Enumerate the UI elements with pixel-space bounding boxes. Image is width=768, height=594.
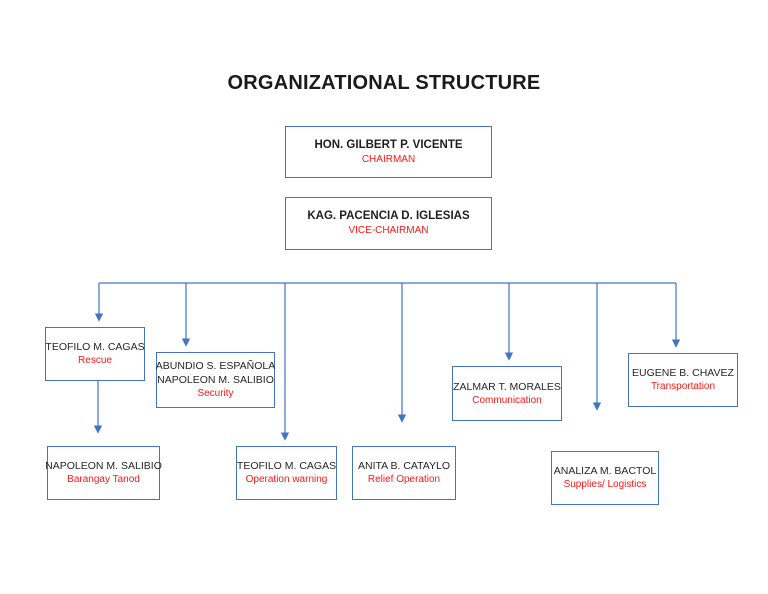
box-name: TEOFILO M. CAGAS (236, 460, 337, 472)
org-box-transportation: EUGENE B. CHAVEZ Transportation (628, 353, 738, 407)
box-role: Barangay Tanod (67, 474, 140, 485)
org-box-security: ABUNDIO S. ESPAÑOLA NAPOLEON M. SALIBIO … (156, 352, 275, 408)
page-title: ORGANIZATIONAL STRUCTURE (227, 72, 541, 94)
box-name: ABUNDIO S. ESPAÑOLA (155, 360, 276, 372)
box-role: VICE-CHAIRMAN (348, 225, 429, 236)
org-box-chairman: HON. GILBERT P. VICENTE CHAIRMAN (285, 126, 492, 178)
box-name: ANALIZA M. BACTOL (553, 465, 657, 477)
box-role: Operation warning (245, 474, 328, 485)
box-role: Transportation (650, 381, 716, 392)
box-name: NAPOLEON M. SALIBIO (157, 374, 274, 386)
box-name: TEOFILO M. CAGAS (45, 341, 145, 353)
box-name: EUGENE B. CHAVEZ (632, 367, 734, 379)
org-box-operation-warning: TEOFILO M. CAGAS Operation warning (236, 446, 337, 500)
org-box-vice-chairman: KAG. PACENCIA D. IGLESIAS VICE-CHAIRMAN (285, 197, 492, 250)
box-role: Supplies/ Logistics (563, 479, 647, 490)
box-role: Communication (472, 394, 542, 406)
box-role: CHAIRMAN (361, 153, 416, 165)
org-box-supplies-logistics: ANALIZA M. BACTOL Supplies/ Logistics (551, 451, 659, 505)
org-box-barangay-tanod: NAPOLEON M. SALIBIO Barangay Tanod (45, 446, 162, 500)
box-name: HON. GILBERT P. VICENTE (314, 138, 463, 151)
org-box-rescue: TEOFILO M. CAGAS Rescue (45, 327, 145, 381)
box-role: Rescue (78, 355, 112, 366)
box-role: Security (197, 388, 234, 399)
box-name: ANITA B. CATAYLO (358, 460, 450, 472)
org-box-relief-operation: ANITA B. CATAYLO Relief Operation (352, 446, 456, 500)
box-name: ZALMAR T. MORALES (453, 380, 561, 393)
box-name: NAPOLEON M. SALIBIO (45, 460, 162, 472)
box-name: KAG. PACENCIA D. IGLESIAS (307, 210, 470, 222)
org-box-communication: ZALMAR T. MORALES Communication (452, 366, 562, 421)
box-role: Relief Operation (367, 474, 441, 485)
